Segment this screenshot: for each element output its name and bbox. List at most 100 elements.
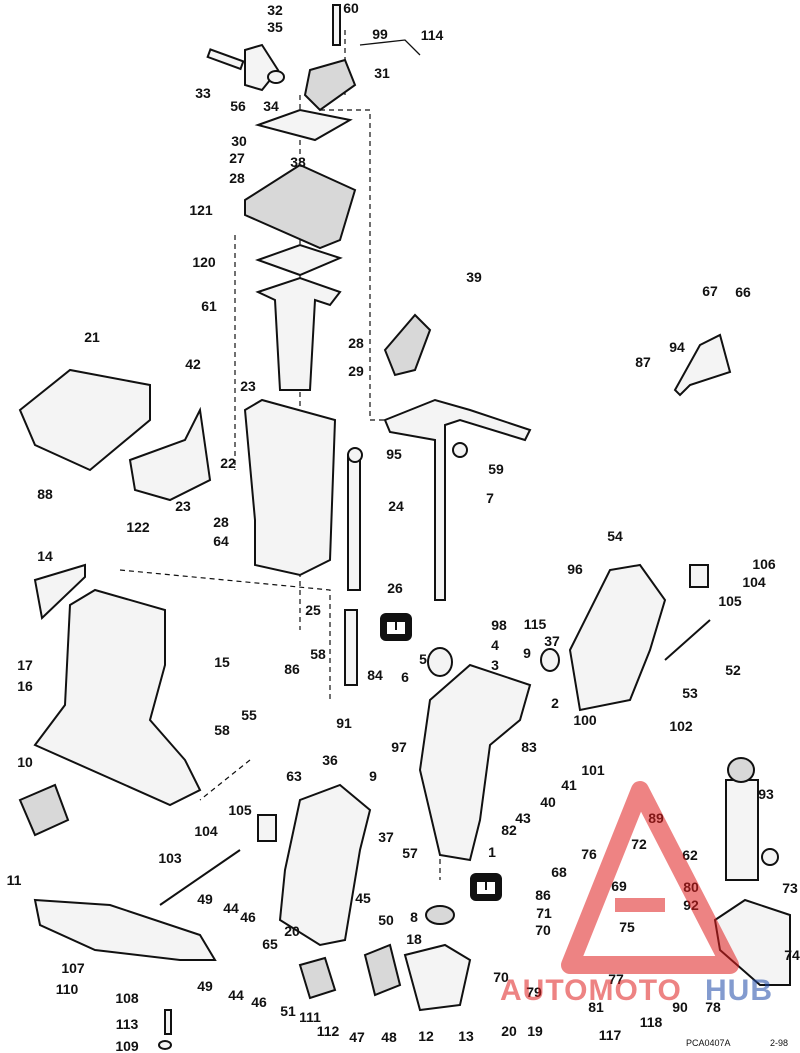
- housing-121: [244, 163, 357, 250]
- callout-5: 5: [419, 651, 427, 667]
- callout-101: 101: [581, 762, 605, 778]
- callout-50: 50: [378, 912, 394, 928]
- callout-118: 118: [640, 1014, 663, 1030]
- bushing-3: [427, 647, 453, 677]
- callout-75: 75: [619, 919, 635, 935]
- shroud-21: [18, 368, 151, 472]
- callout-60: 60: [343, 0, 359, 16]
- callout-7: 7: [486, 490, 494, 506]
- shroud-42: [128, 406, 212, 502]
- callout-96: 96: [567, 561, 583, 577]
- bracket-31: [303, 58, 357, 112]
- block-18: [363, 943, 402, 997]
- callout-28: 28: [213, 514, 229, 530]
- tube-25: [344, 609, 358, 686]
- callout-100: 100: [573, 712, 597, 728]
- callout-4: 4: [491, 637, 499, 653]
- callout-66: 66: [735, 284, 751, 300]
- callout-72: 72: [631, 836, 647, 852]
- callout-42: 42: [185, 356, 201, 372]
- cover-39: [383, 313, 432, 377]
- stern-bracket-36: [278, 783, 372, 947]
- callout-94: 94: [669, 339, 685, 355]
- callout-120: 120: [192, 254, 216, 270]
- callout-39: 39: [466, 269, 482, 285]
- callout-88: 88: [37, 486, 53, 502]
- callout-49: 49: [197, 978, 213, 994]
- callout-51: 51: [280, 1003, 296, 1019]
- watermark-logo: AUTOMOTO HUB: [500, 781, 773, 1007]
- callout-10: 10: [17, 754, 33, 770]
- callout-37: 37: [544, 633, 560, 649]
- stern-bracket-54: [568, 563, 667, 712]
- callout-53: 53: [682, 685, 698, 701]
- callout-58: 58: [310, 646, 326, 662]
- callout-109: 109: [115, 1038, 139, 1053]
- callout-122: 122: [126, 519, 150, 535]
- tube-24: [347, 454, 361, 591]
- callout-49: 49: [197, 891, 213, 907]
- callout-54: 54: [607, 528, 623, 544]
- nut-109: [158, 1040, 172, 1050]
- nut-59: [452, 442, 468, 458]
- callout-43: 43: [515, 810, 531, 826]
- callout-102: 102: [669, 718, 693, 734]
- callout-78: 78: [705, 999, 721, 1015]
- callout-27: 27: [229, 150, 245, 166]
- callout-9: 9: [369, 768, 377, 784]
- callout-21: 21: [84, 329, 100, 345]
- sealant-icon: [470, 873, 502, 901]
- bolt-33: [206, 48, 245, 71]
- callout-103: 103: [158, 850, 182, 866]
- seal-14: [33, 563, 86, 620]
- callout-56: 56: [230, 98, 246, 114]
- watermark-text-secondary: HUB: [705, 974, 773, 1007]
- callout-41: 41: [561, 777, 577, 793]
- nut-95: [347, 447, 363, 463]
- callout-32: 32: [267, 2, 283, 18]
- rod-52: [664, 619, 711, 661]
- callout-64: 64: [213, 533, 229, 549]
- callout-28: 28: [229, 170, 245, 186]
- callout-86: 86: [284, 661, 300, 677]
- swivel-bracket-1: [418, 663, 532, 862]
- callout-24: 24: [388, 498, 404, 514]
- footer-code: PCA0407A: [686, 1038, 731, 1048]
- callout-57: 57: [402, 845, 418, 861]
- wire-114: [359, 39, 421, 56]
- clamp-12: [403, 943, 472, 1012]
- callout-3: 3: [491, 657, 499, 673]
- callout-107: 107: [61, 960, 85, 976]
- callout-55: 55: [241, 707, 257, 723]
- callout-61: 61: [201, 298, 217, 314]
- callout-86: 86: [535, 887, 551, 903]
- callout-71: 71: [536, 905, 552, 921]
- callout-97: 97: [391, 739, 407, 755]
- callout-82: 82: [501, 822, 517, 838]
- callout-48: 48: [381, 1029, 397, 1045]
- footer-date: 2-98: [770, 1038, 788, 1048]
- callout-113: 113: [116, 1016, 139, 1032]
- cap-73: [761, 848, 779, 866]
- rod-103: [159, 849, 241, 906]
- watermark-text-primary: AUTOMOTO: [500, 974, 682, 1007]
- callout-40: 40: [540, 794, 556, 810]
- callout-104: 104: [742, 574, 766, 590]
- callout-23: 23: [240, 378, 256, 394]
- callout-13: 13: [458, 1028, 474, 1044]
- callout-117: 117: [599, 1027, 622, 1043]
- callout-91: 91: [336, 715, 352, 731]
- callout-17: 17: [17, 657, 33, 673]
- callout-14: 14: [37, 548, 53, 564]
- callout-110: 110: [56, 981, 79, 997]
- callout-16: 16: [17, 678, 33, 694]
- bushing-105b: [689, 564, 709, 588]
- callout-20: 20: [284, 923, 300, 939]
- callout-18: 18: [406, 931, 422, 947]
- callout-121: 121: [189, 202, 213, 218]
- callout-37: 37: [378, 829, 394, 845]
- callout-111: 111: [299, 1009, 321, 1025]
- callout-95: 95: [386, 446, 402, 462]
